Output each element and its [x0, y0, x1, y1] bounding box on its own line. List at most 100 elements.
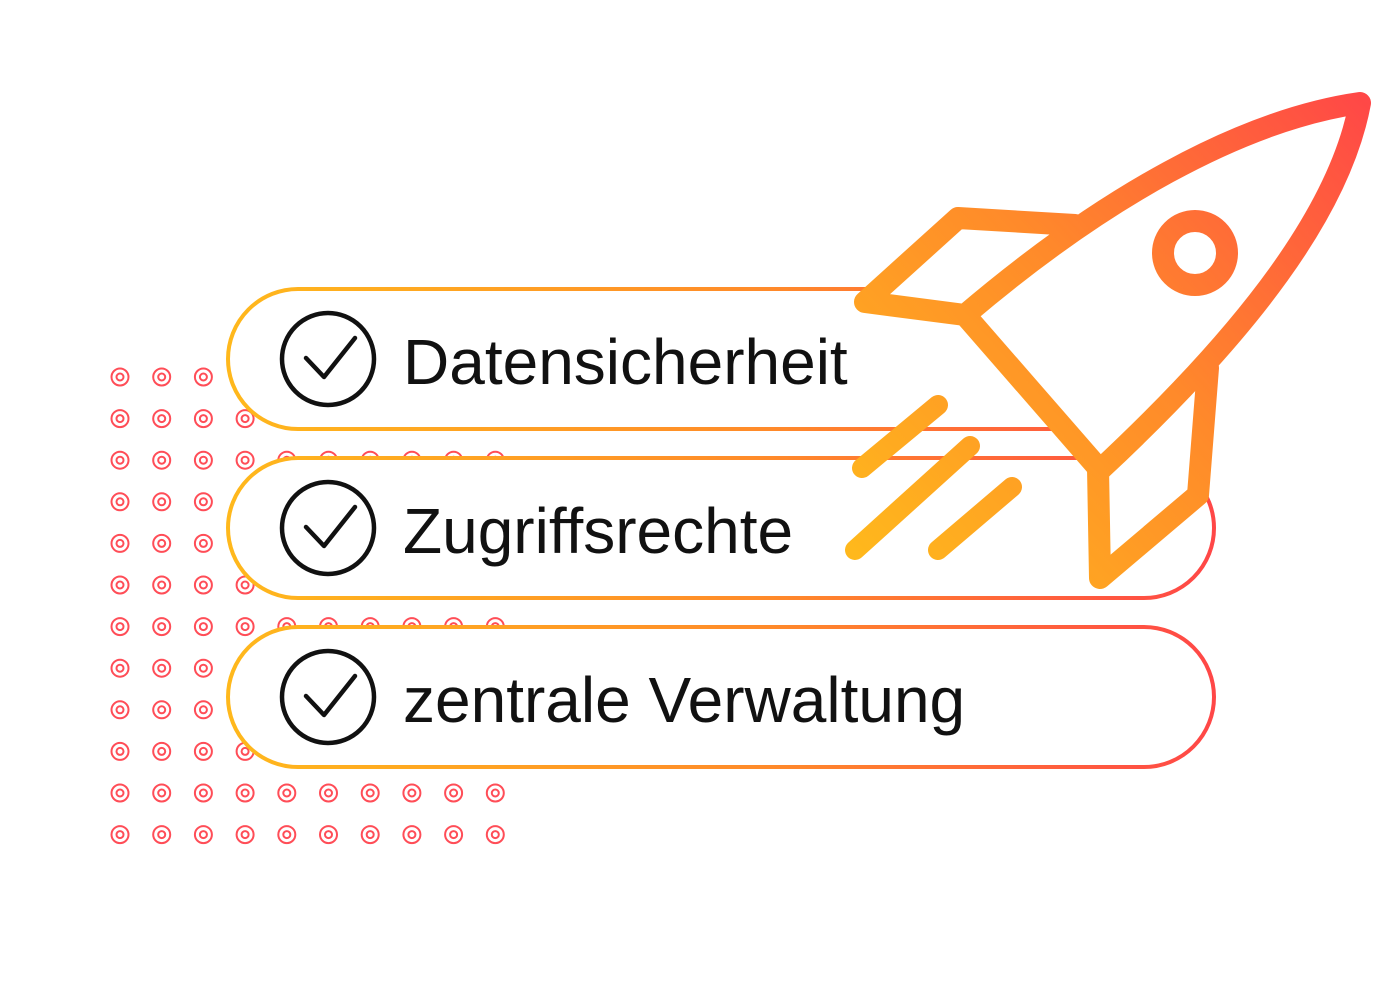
pattern-dot — [193, 741, 213, 761]
pattern-dot — [152, 783, 172, 803]
pattern-dot-core — [157, 830, 167, 840]
pattern-dot-core — [324, 788, 333, 798]
pattern-dot-core — [157, 497, 167, 507]
pattern-dot — [402, 783, 422, 803]
pattern-dot-core — [240, 580, 250, 590]
pattern-dot-core — [115, 455, 125, 465]
dot-pattern — [110, 367, 505, 845]
pattern-dot-core — [198, 663, 208, 673]
pattern-dot-core — [115, 538, 125, 548]
pattern-dot — [235, 617, 255, 637]
check-circle-icon — [279, 310, 377, 408]
pattern-dot-core — [240, 455, 250, 465]
pattern-dot-core — [115, 705, 125, 715]
feature-pill-frame — [226, 456, 1216, 600]
pattern-dot — [193, 617, 213, 637]
pattern-dot — [152, 533, 172, 553]
rocket-window — [1152, 210, 1238, 296]
pattern-dot-core — [115, 497, 125, 507]
pattern-dot-core — [240, 622, 250, 632]
pattern-dot — [193, 492, 213, 512]
pattern-dot-core — [115, 788, 125, 798]
pattern-dot — [152, 825, 172, 845]
pattern-dot — [152, 367, 172, 387]
pattern-dot-core — [240, 746, 250, 756]
pattern-dot — [193, 700, 213, 720]
pattern-dot-core — [115, 580, 125, 590]
pattern-dot — [110, 783, 130, 803]
pattern-dot — [152, 658, 172, 678]
pattern-dot-core — [157, 622, 167, 632]
pattern-dot-core — [240, 414, 250, 424]
pattern-dot — [277, 783, 297, 803]
feature-label: Zugriffsrechte — [403, 495, 793, 567]
pattern-dot-core — [198, 830, 208, 840]
pattern-dot-core — [324, 830, 333, 840]
rocket-fin-right — [1087, 357, 1219, 589]
pattern-dot-core — [240, 788, 250, 798]
pattern-dot-core — [449, 788, 459, 798]
feature-item-access-rights: Zugriffsrechte — [226, 456, 1216, 600]
pattern-dot — [235, 450, 255, 470]
pattern-dot-core — [407, 830, 417, 840]
rocket-speed-line — [852, 395, 948, 478]
pattern-dot — [193, 825, 213, 845]
pattern-dot-core — [157, 705, 167, 715]
pattern-dot-core — [115, 663, 125, 673]
pattern-dot-core — [198, 414, 208, 424]
pattern-dot — [110, 575, 130, 595]
pattern-dot — [110, 492, 130, 512]
pattern-dot — [110, 617, 130, 637]
pattern-dot-core — [198, 746, 208, 756]
pattern-dot-core — [198, 497, 208, 507]
pattern-dot-core — [198, 580, 208, 590]
pattern-dot — [152, 617, 172, 637]
pattern-dot — [193, 409, 213, 429]
pattern-dot — [152, 450, 172, 470]
pattern-dot — [193, 658, 213, 678]
check-circle-icon — [279, 479, 377, 577]
pattern-dot — [319, 783, 338, 803]
pattern-dot-core — [115, 622, 125, 632]
pattern-dot — [319, 825, 338, 845]
pattern-dot — [110, 700, 130, 720]
pattern-dot-core — [490, 830, 500, 840]
pattern-dot-core — [198, 372, 208, 382]
pattern-dot — [277, 825, 297, 845]
pattern-dot — [360, 825, 380, 845]
pattern-dot — [110, 367, 130, 387]
pattern-dot-core — [157, 455, 167, 465]
pattern-dot — [152, 409, 172, 429]
rocket-speed-line — [928, 477, 1022, 560]
pattern-dot — [110, 409, 130, 429]
pattern-dot-core — [365, 788, 375, 798]
pattern-dot — [235, 783, 255, 803]
pattern-dot-core — [157, 414, 167, 424]
feature-label: zentrale Verwaltung — [403, 664, 965, 736]
pattern-dot-core — [157, 538, 167, 548]
pattern-dot-core — [115, 414, 125, 424]
pattern-dot-core — [115, 372, 125, 382]
rocket-fin-left — [854, 207, 1086, 326]
pattern-dot — [193, 367, 213, 387]
pattern-dot-core — [157, 663, 167, 673]
check-circle-icon — [279, 648, 377, 746]
pattern-dot — [110, 450, 130, 470]
pattern-dot-core — [198, 622, 208, 632]
feature-pill-frame — [226, 625, 1216, 769]
pattern-dot-core — [365, 830, 375, 840]
pattern-dot-core — [157, 372, 167, 382]
pattern-dot-core — [115, 830, 125, 840]
pattern-dot — [152, 700, 172, 720]
pattern-dot — [485, 783, 505, 803]
rocket-icon — [845, 92, 1371, 589]
pattern-dot — [485, 825, 505, 845]
pattern-dot-core — [157, 788, 167, 798]
pattern-dot — [110, 533, 130, 553]
pattern-dot-core — [240, 830, 250, 840]
feature-item-central-management: zentrale Verwaltung — [226, 625, 1216, 769]
pattern-dot — [152, 741, 172, 761]
pattern-dot — [193, 575, 213, 595]
pattern-dot-core — [157, 746, 167, 756]
